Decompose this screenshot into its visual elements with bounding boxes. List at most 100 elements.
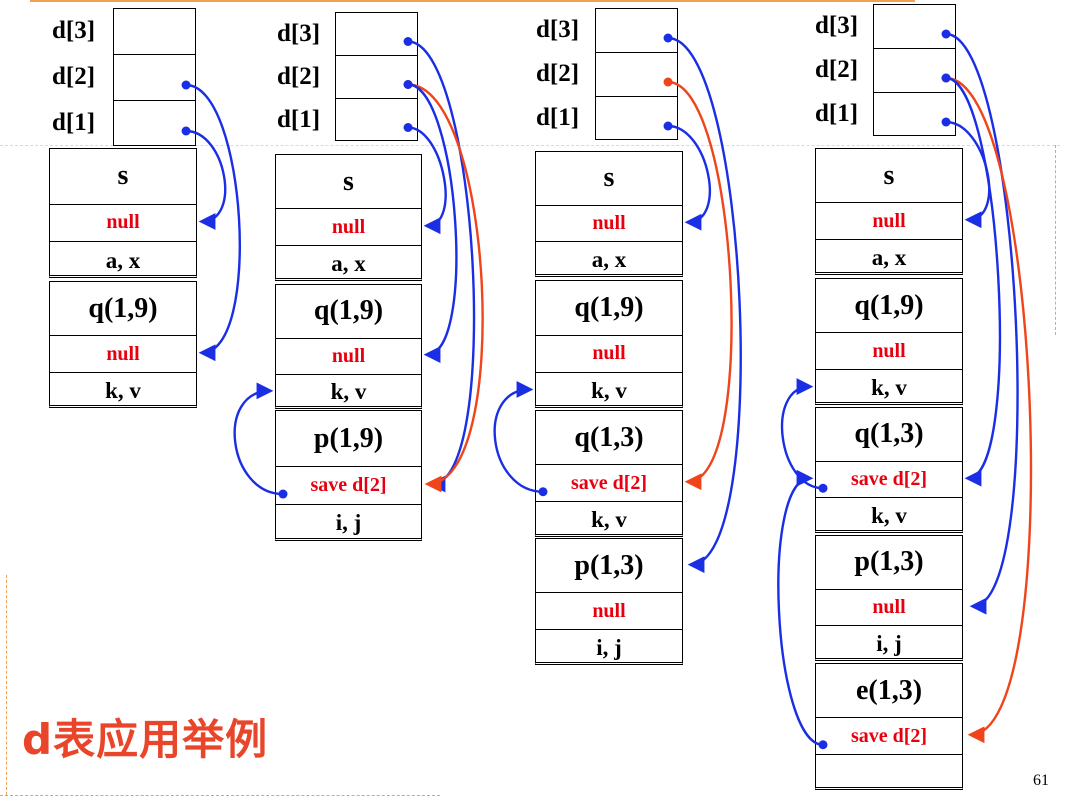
pointer-origin-dot [663, 121, 673, 131]
blue-pointer-arrow [493, 381, 544, 493]
saved-d-text: save d[2] [850, 724, 928, 747]
frame-name-row: e(1,3) [816, 664, 962, 717]
bottom-border-line [0, 795, 440, 796]
top-border-line [30, 0, 915, 2]
page-number: 61 [1033, 772, 1049, 789]
saved-d-text: save d[2] [310, 474, 387, 496]
d-table-cell [595, 96, 678, 140]
frame-name-row: q(1,3) [536, 411, 682, 464]
blue-pointer-arrow [185, 83, 241, 362]
d-table-cell [113, 8, 196, 56]
parameter-text: k, v [591, 507, 627, 533]
blue-pointer-arrow [185, 129, 227, 230]
frame-name-text: q(1,3) [854, 418, 924, 450]
blue-pointer-arrow [777, 469, 824, 746]
frame-name-text: e(1,3) [855, 674, 923, 706]
pointer-origin-dot [278, 489, 288, 499]
d-table-cell [335, 12, 418, 57]
parameter-row [816, 754, 962, 791]
frame-name-row: q(1,3) [816, 408, 962, 461]
parameter-text: a, x [331, 251, 366, 277]
saved-d-row: save d[2] [536, 464, 682, 501]
frame-name-text: s [883, 159, 895, 191]
saved-d-row: null [276, 208, 421, 245]
blue-pointer-arrow [945, 76, 1002, 487]
parameter-text: k, v [871, 503, 907, 529]
stack-frame: q(1,3)save d[2] k, v [535, 410, 683, 537]
saved-d-text: null [592, 599, 626, 622]
right-border-line [1055, 145, 1056, 335]
parameter-row: a, x [536, 241, 682, 278]
saved-d-text: null [106, 342, 140, 365]
frame-name-text: s [603, 162, 615, 194]
pointer-origin-dot [818, 483, 828, 493]
pointer-origin-dot [818, 740, 828, 750]
frame-name-row: s [816, 149, 962, 202]
parameter-text: k, v [591, 377, 627, 403]
d-label: d[1] [536, 104, 580, 131]
frame-name-row: q(1,9) [536, 281, 682, 335]
d-label: d[3] [536, 16, 580, 43]
d-table-cell [595, 52, 678, 98]
parameter-text: a, x [871, 245, 907, 271]
stack-frame: p(1,9)save d[2]i, j [275, 410, 422, 541]
saved-d-text: null [872, 596, 906, 619]
parameter-row: i, j [816, 625, 962, 662]
saved-d-row: null [536, 204, 682, 242]
d-label: d[3] [52, 17, 96, 44]
saved-d-text: null [106, 211, 140, 234]
pointer-origin-dot [403, 37, 413, 46]
red-pointer-arrow [408, 83, 484, 493]
blue-pointer-arrow [667, 124, 711, 231]
saved-d-text: null [592, 342, 626, 365]
blue-pointer-arrow [233, 382, 284, 496]
stack-frame: s null a, x [815, 148, 963, 275]
parameter-row: a, x [276, 245, 421, 282]
d-label: d[2] [815, 56, 859, 83]
d-table-cell [873, 92, 956, 136]
pointer-origin-dot [403, 80, 413, 89]
parameter-text: k, v [871, 375, 907, 401]
d-label: d[3] [815, 12, 859, 39]
pointer-origin-dot [181, 80, 191, 90]
d-label: d[2] [277, 62, 321, 90]
parameter-row: i, j [536, 629, 682, 666]
saved-d-text: save d[2] [850, 468, 928, 491]
pointer-origin-dot [181, 126, 191, 136]
saved-d-text: null [872, 209, 906, 232]
d-label: d[1] [815, 100, 859, 127]
parameter-row: k, v [816, 497, 962, 534]
saved-d-row: save d[2] [276, 466, 421, 504]
saved-d-row: null [536, 334, 682, 372]
parameter-row: i, j [276, 504, 421, 542]
pointer-origin-dot [538, 487, 548, 497]
red-pointer-arrow [667, 80, 733, 491]
d-table-cell [113, 100, 196, 146]
parameter-text: i, j [876, 631, 902, 657]
blue-pointer-arrow [945, 32, 1019, 615]
blue-pointer-arrow [780, 378, 824, 490]
parameter-row: k, v [536, 501, 682, 538]
parameter-row: k, v [50, 372, 196, 409]
left-border-line [6, 575, 7, 795]
saved-d-row: null [50, 335, 196, 372]
parameter-text: k, v [330, 379, 367, 405]
d-label: d[2] [52, 63, 96, 90]
frame-name-text: q(1,9) [854, 289, 924, 321]
d-label: d[2] [536, 60, 580, 87]
pointer-origin-dot [663, 33, 673, 43]
blue-pointer-arrow [667, 36, 742, 573]
parameter-row: a, x [50, 241, 196, 279]
parameter-row: k, v [816, 369, 962, 406]
d-label: d[1] [52, 109, 96, 136]
parameter-text: a, x [105, 247, 141, 273]
blue-pointer-arrow [945, 120, 991, 229]
saved-d-row: save d[2] [816, 460, 962, 498]
pointer-origin-dot [941, 117, 951, 127]
mid-border-line [0, 145, 1060, 146]
parameter-row: a, x [816, 239, 962, 276]
